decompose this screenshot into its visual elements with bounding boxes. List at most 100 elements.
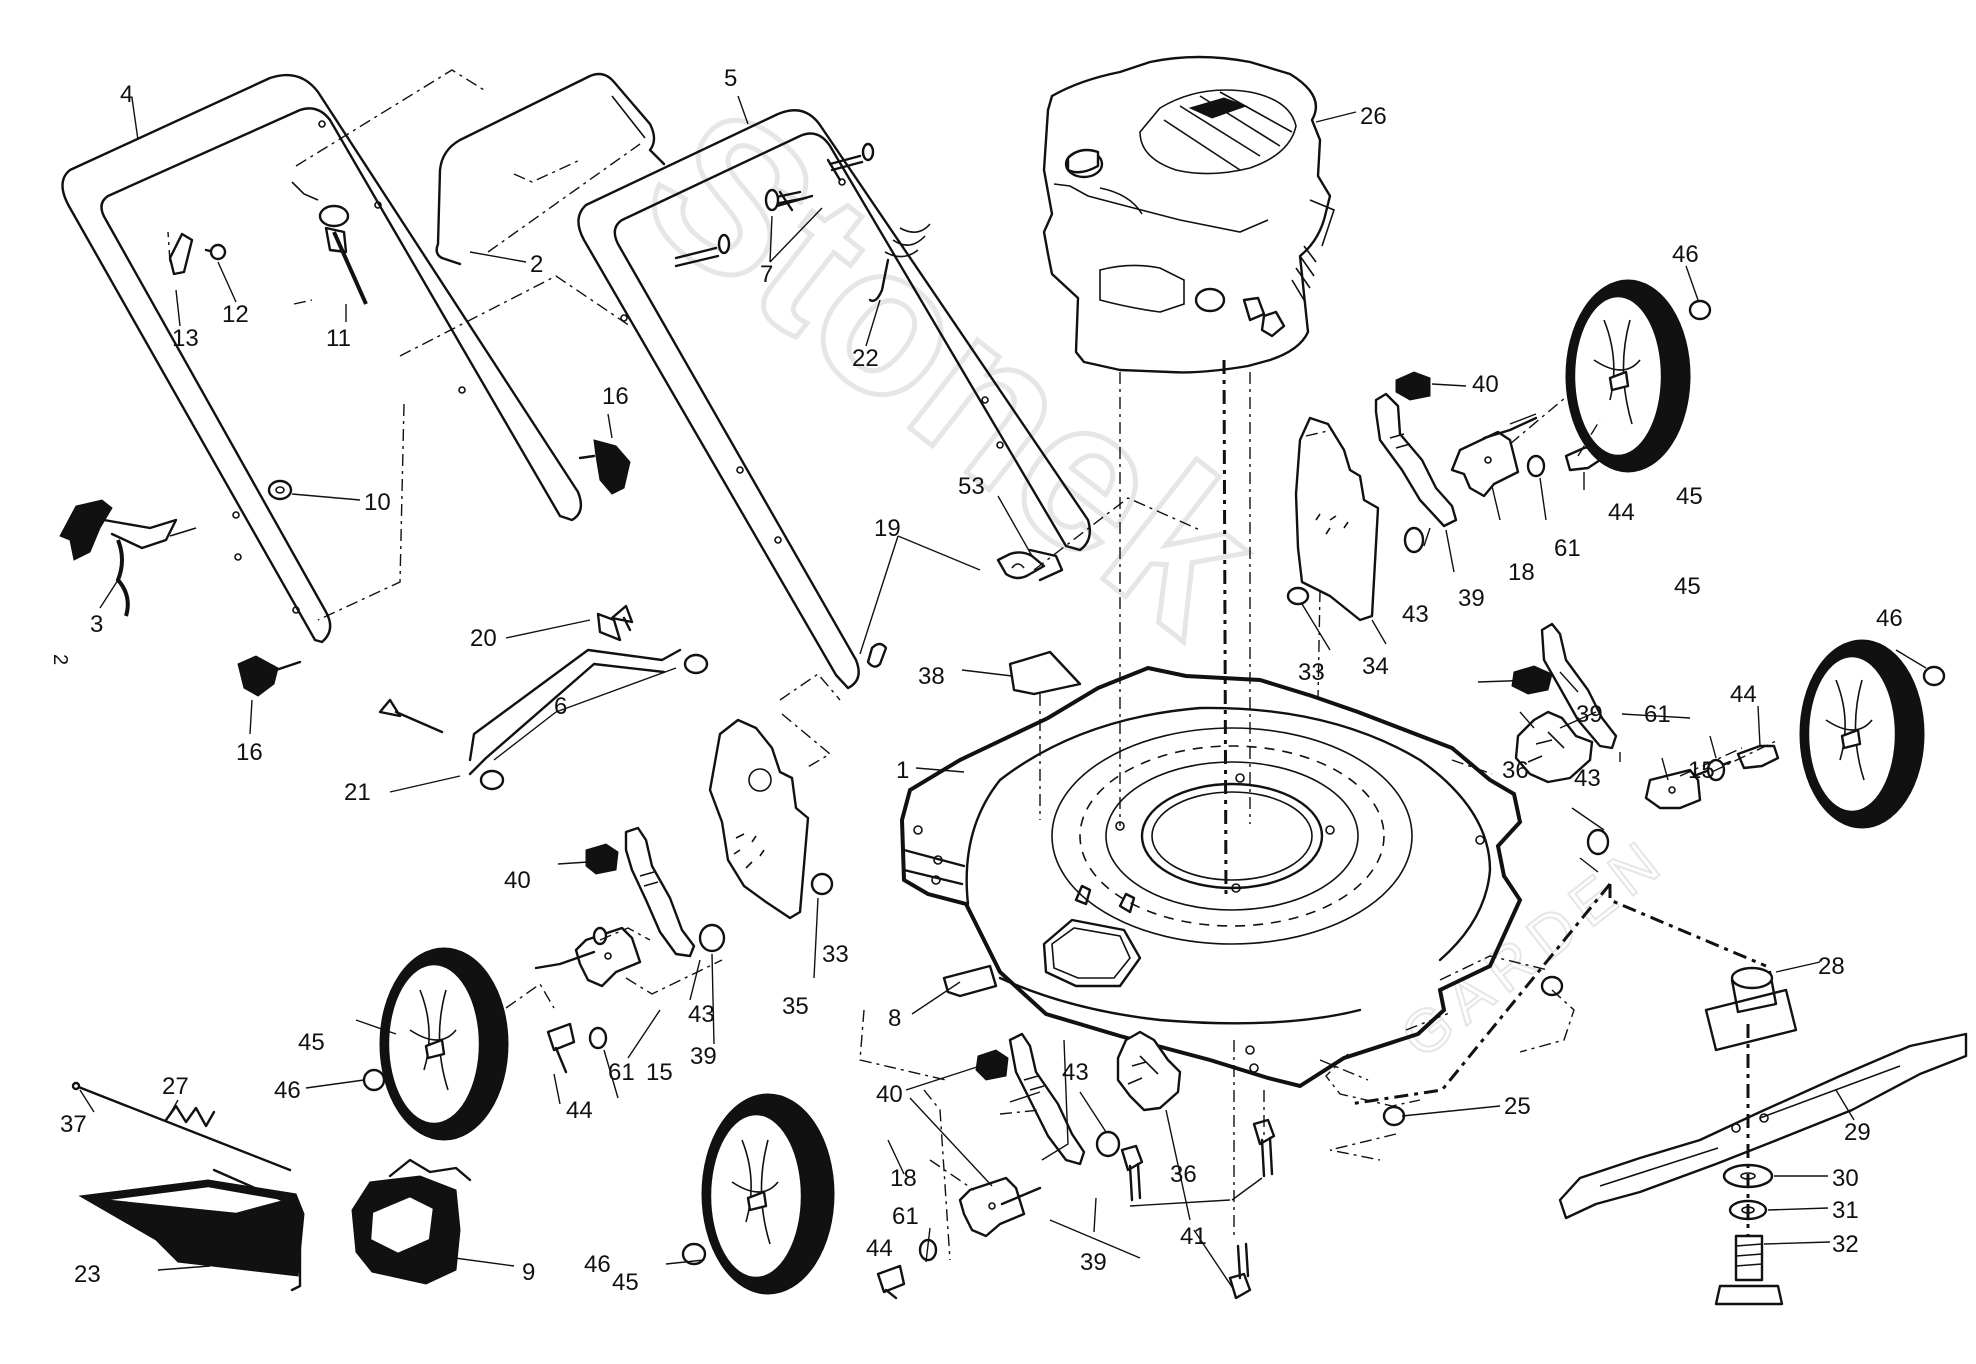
label-37: 37 — [60, 1111, 87, 1138]
assembly-lines — [167, 69, 1779, 1261]
label-39b: 39 — [1576, 701, 1603, 728]
label-3: 3 — [90, 611, 103, 638]
label-30: 30 — [1832, 1165, 1859, 1192]
label-5: 5 — [724, 65, 737, 92]
watermark-subtext: GARDEN — [1388, 823, 1679, 1071]
label-46a: 46 — [1672, 241, 1699, 268]
label-31: 31 — [1832, 1197, 1859, 1224]
engine — [1042, 55, 1335, 374]
side-mark: 2 — [49, 654, 71, 665]
label-1: 1 — [896, 757, 909, 784]
label-7: 7 — [760, 261, 773, 288]
label-39d: 39 — [1080, 1249, 1107, 1276]
label-33b: 33 — [822, 941, 849, 968]
label-44c: 44 — [566, 1097, 593, 1124]
label-13: 13 — [172, 325, 199, 352]
deck-nut-lower — [1382, 1105, 1406, 1127]
label-45d: 45 — [612, 1269, 639, 1296]
label-12: 12 — [222, 301, 249, 328]
label-20: 20 — [470, 625, 497, 652]
rear-discharge-parts — [71, 1081, 472, 1292]
label-40b: 40 — [1514, 665, 1541, 692]
label-43a: 43 — [1402, 601, 1429, 628]
handle-knob — [59, 499, 197, 617]
label-9: 9 — [522, 1259, 535, 1286]
label-16b: 16 — [236, 739, 263, 766]
label-34: 34 — [1362, 653, 1389, 680]
label-46b: 46 — [1876, 605, 1903, 632]
label-41: 41 — [1180, 1223, 1207, 1250]
label-21: 21 — [344, 779, 371, 806]
label-39a: 39 — [1458, 585, 1485, 612]
wheel-left — [362, 947, 509, 1141]
label-40a: 40 — [1472, 371, 1499, 398]
label-4: 4 — [120, 81, 133, 108]
label-15b: 15 — [646, 1059, 673, 1086]
label-39c: 39 — [690, 1043, 717, 1070]
label-2: 2 — [530, 251, 543, 278]
upper-knob — [578, 439, 631, 495]
label-18b: 18 — [890, 1165, 917, 1192]
label-43d: 43 — [1062, 1059, 1089, 1086]
label-43c: 43 — [688, 1001, 715, 1028]
mulch-plug — [942, 964, 998, 998]
label-53: 53 — [958, 473, 985, 500]
front-wheel-bracket-left — [534, 718, 834, 1074]
deflector-shield — [1008, 650, 1082, 696]
label-43b: 43 — [1574, 765, 1601, 792]
label-22: 22 — [852, 345, 879, 372]
lower-knob — [237, 655, 302, 697]
label-61b: 61 — [1644, 701, 1671, 728]
handle-bolts — [674, 142, 875, 268]
label-11: 11 — [326, 325, 351, 352]
part-labels: 4 5 2 26 3 2 10 16 16 13 12 11 7 22 20 6… — [49, 65, 1903, 1296]
wheel-lower-center — [681, 1093, 835, 1295]
label-8: 8 — [888, 1005, 901, 1032]
deck-nut-upper — [1540, 975, 1564, 997]
label-33a: 33 — [1298, 659, 1325, 686]
label-44a: 44 — [1608, 499, 1635, 526]
label-6: 6 — [554, 693, 567, 720]
label-25: 25 — [1504, 1093, 1531, 1120]
label-46d: 46 — [584, 1251, 611, 1278]
label-44b: 44 — [1730, 681, 1757, 708]
label-29: 29 — [1844, 1119, 1871, 1146]
label-44d: 44 — [866, 1235, 893, 1262]
label-45a: 45 — [1676, 483, 1703, 510]
label-61a: 61 — [1554, 535, 1581, 562]
throttle-cable — [868, 258, 890, 303]
label-36b: 36 — [1170, 1161, 1197, 1188]
label-10: 10 — [364, 489, 391, 516]
rear-wheel-bracket-lower-right — [1511, 622, 1780, 856]
label-61c: 61 — [608, 1059, 635, 1086]
upper-handle-left — [61, 73, 583, 644]
label-23: 23 — [74, 1261, 101, 1288]
label-16a: 16 — [602, 383, 629, 410]
lower-handle — [577, 109, 1091, 690]
leader-lines — [79, 95, 1927, 1291]
label-36a: 36 — [1502, 757, 1529, 784]
control-bail — [435, 72, 666, 266]
label-45c: 45 — [298, 1029, 325, 1056]
handle-clips — [866, 548, 1064, 668]
label-26: 26 — [1360, 103, 1387, 130]
label-28: 28 — [1818, 953, 1845, 980]
label-40c: 40 — [504, 867, 531, 894]
height-adjust-rod — [378, 604, 709, 791]
handle-washer — [267, 479, 293, 501]
label-61d: 61 — [892, 1203, 919, 1230]
label-19: 19 — [874, 515, 901, 542]
label-46c: 46 — [274, 1077, 301, 1104]
deck-bolts — [1120, 1118, 1276, 1300]
label-40d: 40 — [876, 1081, 903, 1108]
wheel-upper-right — [1565, 279, 1712, 473]
front-wheel-bracket-center — [876, 1030, 1182, 1300]
label-38: 38 — [918, 663, 945, 690]
label-27: 27 — [162, 1073, 189, 1100]
label-15a: 15 — [1688, 757, 1715, 784]
label-18a: 18 — [1508, 559, 1535, 586]
label-35: 35 — [782, 993, 809, 1020]
cable-guide — [291, 181, 368, 305]
